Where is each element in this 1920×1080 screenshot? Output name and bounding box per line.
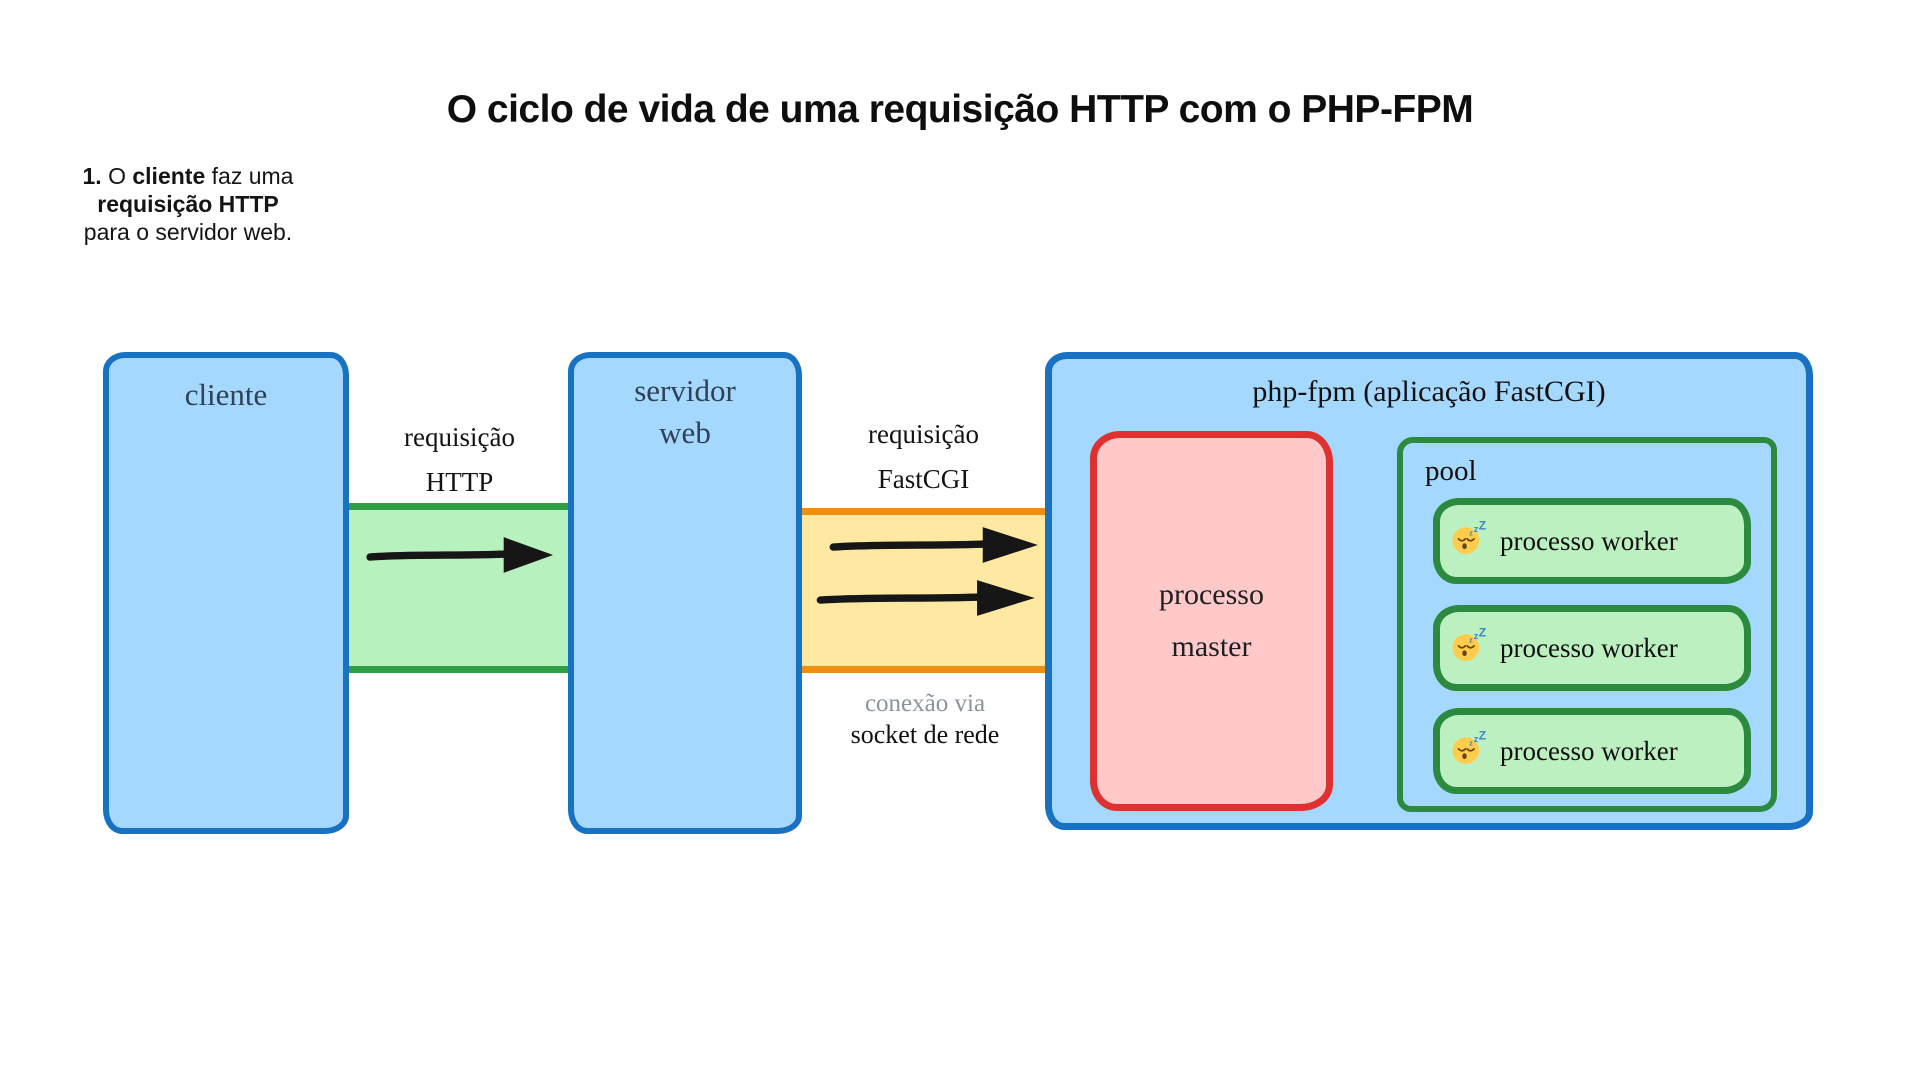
pool-box: pool z z Z processo worker	[1397, 437, 1777, 812]
master-process-label: processo	[1159, 578, 1264, 611]
step-note: 1. O cliente faz uma requisição HTTP par…	[82, 163, 294, 245]
right-arrow-icon	[365, 534, 555, 576]
svg-text:Z: Z	[1479, 520, 1487, 532]
sleeping-face-icon: z z Z	[1452, 625, 1490, 670]
worker-label: processo worker	[1500, 525, 1678, 556]
page-title: O ciclo de vida de uma requisição HTTP c…	[446, 88, 1474, 131]
sleeping-face-icon: z z Z	[1452, 518, 1490, 563]
worker-box: z z Z processo worker	[1433, 605, 1751, 691]
phpfpm-box: php-fpm (aplicação FastCGI) processo mas…	[1045, 352, 1813, 830]
http-request-label: requisição HTTP	[404, 422, 515, 497]
client-label: cliente	[184, 377, 268, 412]
client-box: cliente	[103, 352, 349, 834]
http-request-band	[349, 503, 570, 673]
sleeping-face-icon: z z Z	[1452, 728, 1490, 773]
web-server-box: servidor web	[568, 352, 802, 834]
worker-box: z z Z processo worker	[1433, 498, 1751, 584]
phpfpm-title: php-fpm (aplicação FastCGI)	[1252, 375, 1606, 408]
right-arrow-icon	[815, 577, 1037, 619]
web-server-label: servidor web	[634, 373, 736, 450]
right-arrow-icon	[828, 524, 1040, 566]
svg-text:z: z	[1474, 523, 1479, 534]
socket-connection-note: conexão via socket de rede	[850, 690, 1000, 749]
worker-label: processo worker	[1500, 632, 1678, 663]
worker-label: processo worker	[1500, 735, 1678, 766]
svg-text:z: z	[1474, 630, 1479, 641]
worker-box: z z Z processo worker	[1433, 708, 1751, 794]
pool-label: pool	[1425, 455, 1477, 487]
step-number: 1.	[82, 163, 102, 189]
svg-text:z: z	[1474, 733, 1479, 744]
step-note-line3: para o servidor web.	[83, 219, 293, 245]
step-note-line2: requisição HTTP	[97, 191, 279, 217]
svg-text:z: z	[1469, 637, 1473, 644]
svg-text:Z: Z	[1479, 627, 1487, 639]
svg-text:z: z	[1469, 740, 1473, 747]
master-process-box: processo master	[1090, 431, 1333, 811]
svg-text:z: z	[1469, 530, 1473, 537]
fastcgi-request-label: requisição FastCGI	[868, 419, 979, 494]
svg-text:Z: Z	[1479, 730, 1487, 742]
